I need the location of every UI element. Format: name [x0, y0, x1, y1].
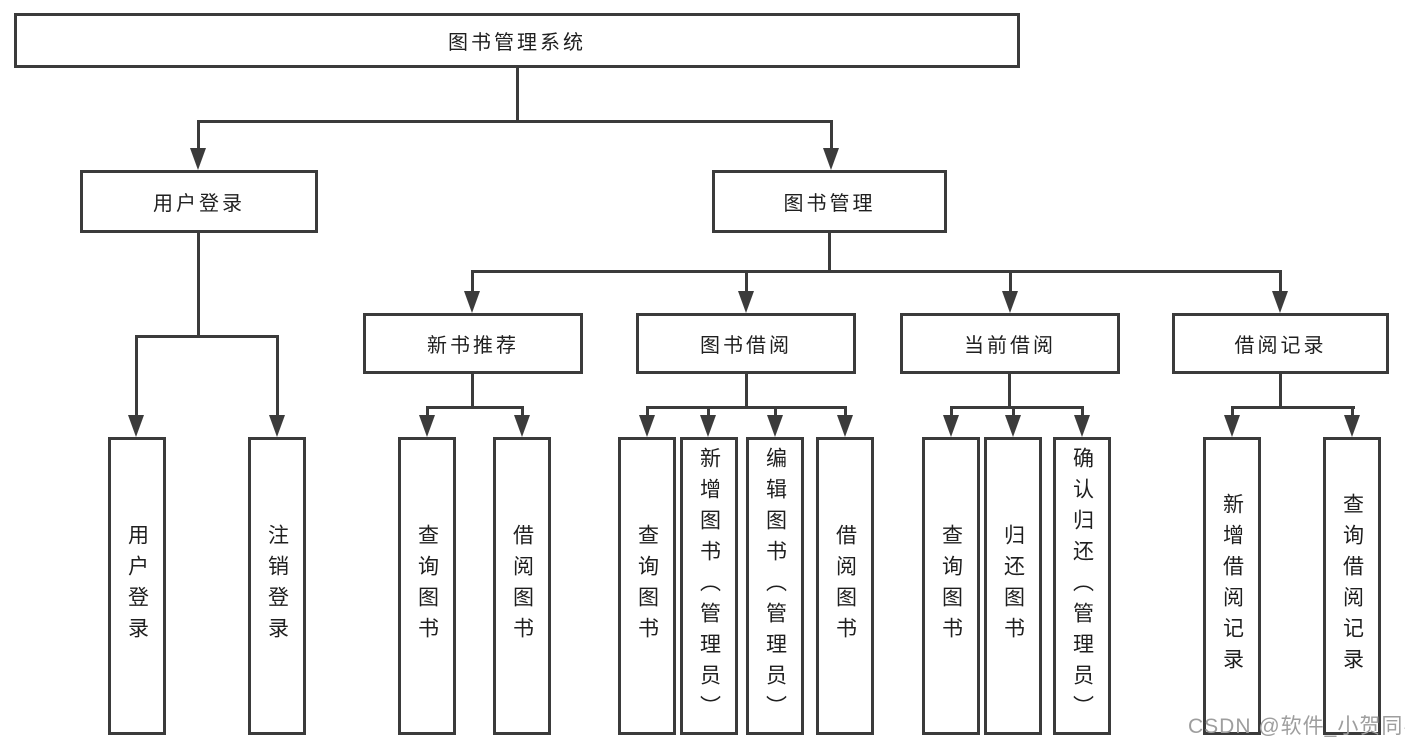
leaf-cb-return-book: 归还图书	[984, 437, 1042, 735]
leaf-bb-borrow-book-label: 借阅图书	[833, 524, 857, 648]
arrowhead-logout-leaf	[269, 415, 285, 437]
arrowhead-borrow-record	[1272, 291, 1288, 313]
leaf-nb-borrow-book-label: 借阅图书	[510, 524, 534, 648]
node-root-label: 图书管理系统	[448, 32, 586, 54]
leaf-cb-confirm-return-admin-label: 确认归还（管理员）	[1070, 446, 1094, 726]
connector-br-query-drop	[1351, 406, 1354, 417]
connector-bb-edit-drop	[774, 406, 777, 417]
leaf-nb-query-book: 查询图书	[398, 437, 456, 735]
connector-user-login-drop	[197, 120, 200, 150]
connector-login-leaf-drop	[135, 335, 138, 417]
node-book-management-label: 图书管理	[783, 193, 876, 215]
leaf-bb-edit-book-admin-label: 编辑图书（管理员）	[763, 446, 787, 726]
arrowhead-book-mgmt	[823, 148, 839, 170]
arrowhead-br-query	[1344, 415, 1360, 437]
connector-new-book-stem	[471, 374, 474, 406]
arrowhead-cb-query	[943, 415, 959, 437]
connector-current-borrow-rail	[950, 406, 1084, 409]
arrowhead-book-borrow	[738, 291, 754, 313]
connector-new-book-drop	[471, 270, 474, 293]
node-root-library-system: 图书管理系统	[14, 13, 1020, 68]
connector-logout-leaf-drop	[276, 335, 279, 417]
node-current-borrowing-label: 当前借阅	[964, 335, 1056, 357]
node-user-login-label: 用户登录	[153, 193, 245, 215]
leaf-bb-query-book-label: 查询图书	[635, 524, 659, 648]
arrowhead-bb-edit	[767, 415, 783, 437]
arrowhead-user-login	[190, 148, 206, 170]
connector-user-login-rail	[135, 335, 279, 338]
leaf-bb-add-book-admin-label: 新增图书（管理员）	[697, 446, 721, 726]
arrowhead-br-add	[1224, 415, 1240, 437]
arrowhead-bb-query	[639, 415, 655, 437]
connector-current-borrow-drop	[1009, 270, 1012, 293]
leaf-bb-query-book: 查询图书	[618, 437, 676, 735]
connector-book-mgmt-stem	[828, 233, 831, 270]
connector-book-borrow-stem	[745, 374, 748, 406]
connector-book-borrow-rail	[646, 406, 847, 409]
connector-cb-confirm-drop	[1081, 406, 1084, 417]
node-new-book-recommend: 新书推荐	[363, 313, 583, 374]
leaf-nb-query-book-label: 查询图书	[415, 524, 439, 648]
leaf-br-add-record: 新增借阅记录	[1203, 437, 1261, 735]
leaf-br-query-record: 查询借阅记录	[1323, 437, 1381, 735]
arrowhead-bb-add	[700, 415, 716, 437]
connector-borrow-record-drop	[1279, 270, 1282, 293]
leaf-cb-confirm-return-admin: 确认归还（管理员）	[1053, 437, 1111, 735]
connector-book-mgmt-drop	[830, 120, 833, 150]
connector-book-borrow-drop	[745, 270, 748, 293]
arrowhead-bb-borrow	[837, 415, 853, 437]
leaf-bb-edit-book-admin: 编辑图书（管理员）	[746, 437, 804, 735]
node-current-borrowing: 当前借阅	[900, 313, 1120, 374]
connector-level2-rail	[197, 120, 833, 123]
node-borrowing-records-label: 借阅记录	[1234, 335, 1327, 357]
connector-bb-add-drop	[707, 406, 710, 417]
leaf-cb-query-book-label: 查询图书	[939, 524, 963, 648]
connector-current-borrow-stem	[1008, 374, 1011, 406]
csdn-watermark: CSDN @软件_小贺同学	[1188, 715, 1405, 738]
connector-bb-borrow-drop	[844, 406, 847, 417]
node-book-borrowing: 图书借阅	[636, 313, 856, 374]
node-book-management: 图书管理	[712, 170, 947, 233]
leaf-br-query-record-label: 查询借阅记录	[1340, 493, 1364, 679]
connector-nb-query-drop	[426, 406, 429, 417]
connector-cb-query-drop	[950, 406, 953, 417]
leaf-user-login-label: 用户登录	[125, 524, 149, 648]
node-user-login: 用户登录	[80, 170, 318, 233]
leaf-bb-add-book-admin: 新增图书（管理员）	[680, 437, 738, 735]
connector-borrow-record-stem	[1279, 374, 1282, 406]
connector-level3-rail	[471, 270, 1282, 273]
leaf-nb-borrow-book: 借阅图书	[493, 437, 551, 735]
node-book-borrowing-label: 图书借阅	[700, 335, 792, 357]
connector-bb-query-drop	[646, 406, 649, 417]
arrowhead-nb-query	[419, 415, 435, 437]
connector-new-book-rail	[426, 406, 524, 409]
leaf-cb-return-book-label: 归还图书	[1001, 524, 1025, 648]
arrowhead-cb-confirm	[1074, 415, 1090, 437]
connector-root-stem	[516, 68, 519, 120]
connector-user-login-stem	[197, 233, 200, 335]
arrowhead-nb-borrow	[514, 415, 530, 437]
arrowhead-cb-return	[1005, 415, 1021, 437]
connector-br-add-drop	[1231, 406, 1234, 417]
connector-cb-return-drop	[1012, 406, 1015, 417]
arrowhead-new-book	[464, 291, 480, 313]
leaf-user-login: 用户登录	[108, 437, 166, 735]
node-new-book-recommend-label: 新书推荐	[427, 335, 519, 357]
leaf-br-add-record-label: 新增借阅记录	[1220, 493, 1244, 679]
connector-nb-borrow-drop	[521, 406, 524, 417]
leaf-bb-borrow-book: 借阅图书	[816, 437, 874, 735]
arrowhead-login-leaf	[128, 415, 144, 437]
leaf-logout-label: 注销登录	[265, 524, 289, 648]
connector-borrow-record-rail	[1231, 406, 1355, 409]
leaf-cb-query-book: 查询图书	[922, 437, 980, 735]
node-borrowing-records: 借阅记录	[1172, 313, 1389, 374]
leaf-logout: 注销登录	[248, 437, 306, 735]
arrowhead-current-borrow	[1002, 291, 1018, 313]
